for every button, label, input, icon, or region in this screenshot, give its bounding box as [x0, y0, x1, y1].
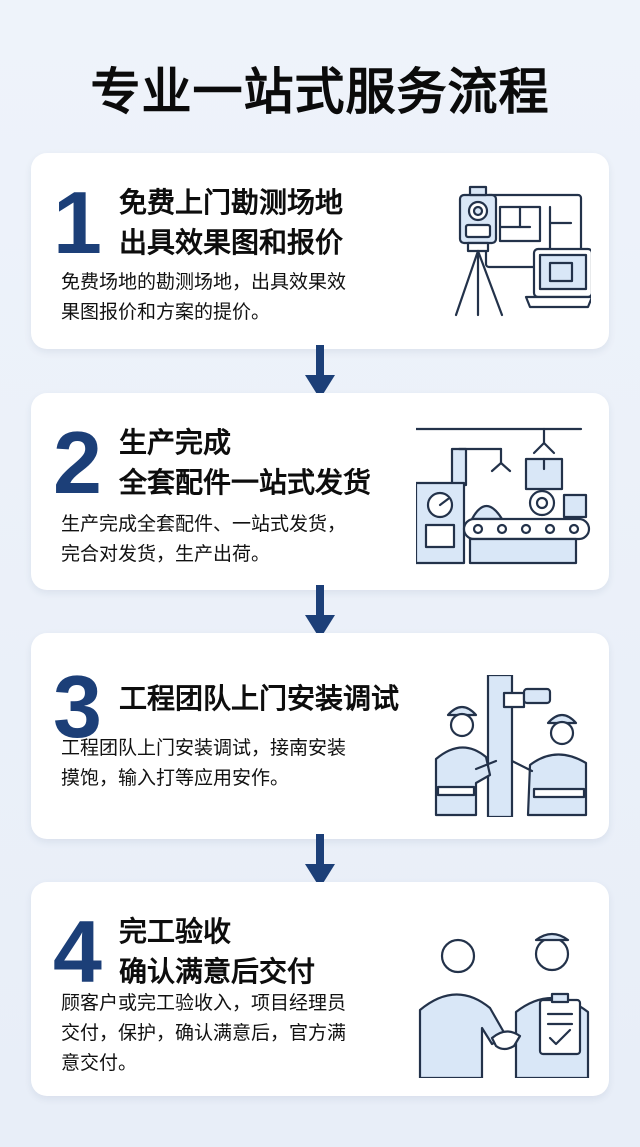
handshake-delivery-icon — [418, 932, 590, 1078]
step-heading-line: 生产完成 — [119, 426, 232, 459]
step-heading: 免费上门勘测场地 出具效果图和报价 — [119, 183, 343, 263]
step-description-line: 生产完成全套配件、一站式发货， — [61, 513, 347, 535]
step-card-3: 3 工程团队上门安装调试 工程团队上门安装调试，接南安装 摸饱，输入打等应用安作… — [31, 633, 609, 839]
step-card-4: 4 完工验收 确认满意后交付 顾客户或完工验收入，项目经理员 交付，保护，确认满… — [31, 882, 609, 1096]
step-description: 顾客户或完工验收入，项目经理员 交付，保护，确认满意后，官方满 意交付。 — [61, 988, 401, 1078]
step-description: 生产完成全套配件、一站式发货， 完合对发货，生产出荷。 — [61, 509, 401, 569]
step-card-2: 2 生产完成 全套配件一站式发货 生产完成全套配件、一站式发货， 完合对发货，生… — [31, 393, 609, 590]
step-description-line: 工程团队上门安装调试，接南安装 — [61, 737, 347, 759]
survey-equipment-icon — [454, 185, 591, 317]
step-heading-line: 工程团队上门安装调试 — [119, 682, 400, 715]
installation-workers-icon — [434, 675, 588, 817]
step-heading-line: 全套配件一站式发货 — [119, 466, 372, 499]
arrow-down-icon — [305, 834, 335, 888]
step-description-line: 顾客户或完工验收入，项目经理员 — [61, 992, 347, 1014]
step-heading-line: 出具效果图和报价 — [119, 226, 344, 259]
step-number: 4 — [53, 902, 102, 1001]
conveyor-belt-icon — [416, 427, 591, 565]
step-description: 免费场地的勘测场地，出具效果效 果图报价和方案的提价。 — [61, 267, 401, 327]
step-number: 2 — [53, 413, 102, 512]
step-description-line: 意交付。 — [61, 1052, 138, 1074]
page-title: 专业一站式服务流程 — [90, 63, 550, 121]
step-heading: 生产完成 全套配件一站式发货 — [119, 423, 371, 503]
step-description-line: 摸饱，输入打等应用安作。 — [61, 767, 290, 789]
step-heading: 完工验收 确认满意后交付 — [119, 912, 315, 992]
step-heading-line: 完工验收 — [119, 915, 232, 948]
step-description-line: 完合对发货，生产出荷。 — [61, 543, 271, 565]
arrow-down-icon — [305, 585, 335, 639]
arrow-down-icon — [305, 345, 335, 399]
step-heading-line: 免费上门勘测场地 — [119, 186, 344, 219]
step-number: 1 — [53, 173, 102, 272]
step-description-line: 交付，保护，确认满意后，官方满 — [61, 1022, 347, 1044]
step-description-line: 免费场地的勘测场地，出具效果效 — [61, 271, 347, 293]
step-description: 工程团队上门安装调试，接南安装 摸饱，输入打等应用安作。 — [61, 733, 401, 793]
step-card-1: 1 免费上门勘测场地 出具效果图和报价 免费场地的勘测场地，出具效果效 果图报价… — [31, 153, 609, 349]
step-heading: 工程团队上门安装调试 — [119, 679, 399, 719]
step-description-line: 果图报价和方案的提价。 — [61, 301, 271, 323]
step-heading-line: 确认满意后交付 — [119, 955, 316, 988]
step-number: 3 — [53, 657, 102, 756]
